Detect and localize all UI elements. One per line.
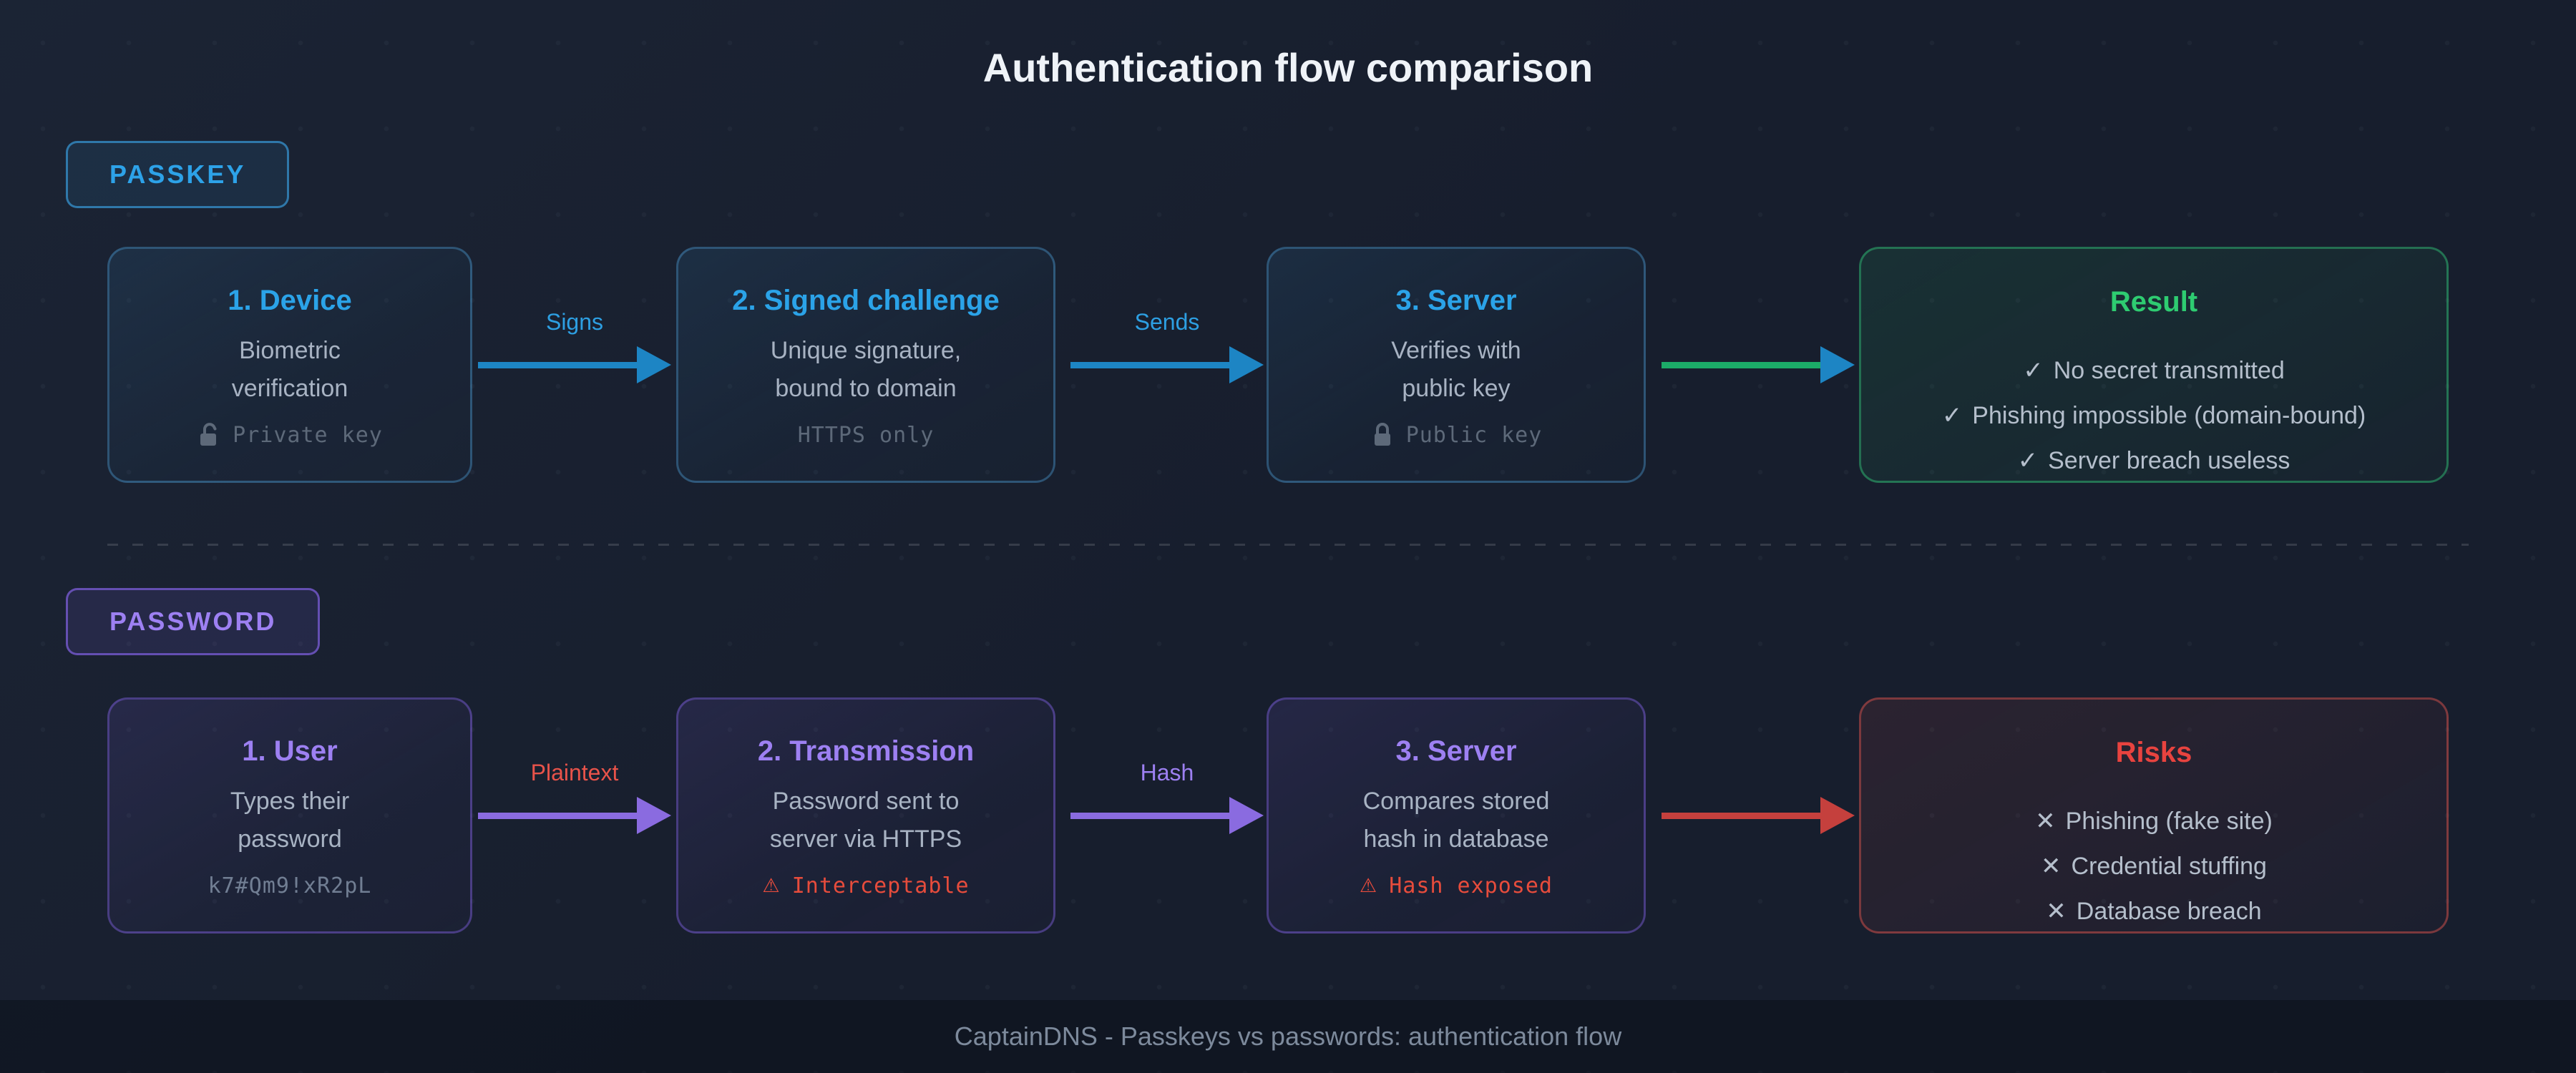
password-step-server: 3. Server Compares stored hash in databa… [1267, 697, 1646, 934]
arrow-shape [1070, 346, 1264, 383]
warning-icon: ⚠ [1360, 875, 1378, 897]
cross-icon: ✕ [2046, 898, 2067, 925]
step-note: ⚠ Interceptable [762, 873, 969, 898]
passkey-step-server: 3. Server Verifies with public key Publi… [1267, 247, 1646, 483]
passkey-arrow-sends: Sends [1070, 306, 1264, 383]
password-step-user: 1. User Types their password k7#Qm9!xR2p… [107, 697, 472, 934]
arrow-label: Plaintext [530, 760, 619, 785]
step-note: Public key [1370, 422, 1543, 448]
password-arrow-risks [1662, 757, 1855, 834]
result-item: ✓Server breach useless [2017, 447, 2290, 474]
arrowhead-icon [637, 797, 671, 834]
step-body: Types their password [230, 788, 350, 853]
step-note-text: Hash exposed [1389, 873, 1553, 898]
step-note-text: Interceptable [791, 873, 970, 898]
arrow-label [1662, 757, 1855, 788]
step-title: 1. User [242, 735, 338, 767]
step-title: 2. Signed challenge [732, 285, 1000, 316]
step-note-text: Public key [1405, 422, 1543, 448]
arrowhead-icon [1229, 797, 1264, 834]
step-note: HTTPS only [798, 423, 935, 448]
step-body: Biometric verification [231, 336, 348, 402]
result-title: Result [2109, 286, 2198, 318]
passkey-arrow-signs: Signs [478, 306, 671, 383]
password-arrow-hash: Hash [1070, 757, 1264, 834]
step-title: 1. Device [228, 285, 352, 316]
arrowhead-icon [1820, 797, 1855, 834]
arrow-shape [1662, 346, 1855, 383]
footer-bar: CaptainDNS - Passkeys vs passwords: auth… [0, 1000, 2576, 1073]
arrow-label: Hash [1140, 760, 1194, 785]
password-arrow-plaintext: Plaintext [478, 757, 671, 834]
arrow-shape [1662, 797, 1855, 834]
lane-divider [107, 544, 2469, 546]
arrow-shape [478, 346, 671, 383]
passkey-step-signed-challenge: 2. Signed challenge Unique signature, bo… [676, 247, 1055, 483]
step-note: Private key [197, 422, 383, 448]
risk-item: ✕Database breach [2046, 898, 2262, 925]
step-note: k7#Qm9!xR2pL [208, 873, 372, 898]
unlock-icon [197, 422, 221, 448]
passkey-result-box: Result ✓No secret transmitted ✓Phishing … [1859, 247, 2449, 483]
arrow-shape [1070, 797, 1264, 834]
arrow-shape [478, 797, 671, 834]
risk-item: ✕Phishing (fake site) [2035, 808, 2273, 835]
footer-text: CaptainDNS - Passkeys vs passwords: auth… [954, 1021, 1622, 1051]
check-icon: ✓ [1941, 402, 1963, 429]
step-note: ⚠ Hash exposed [1360, 873, 1553, 898]
step-body: Unique signature, bound to domain [770, 337, 962, 402]
cross-icon: ✕ [2041, 853, 2062, 880]
check-icon: ✓ [2023, 357, 2044, 384]
arrow-label [1662, 306, 1855, 338]
warning-icon: ⚠ [762, 875, 781, 897]
password-step-transmission: 2. Transmission Password sent to server … [676, 697, 1055, 934]
risks-title: Risks [2115, 737, 2192, 768]
arrowhead-icon [1820, 346, 1855, 383]
check-icon: ✓ [2017, 447, 2039, 474]
password-risks-box: Risks ✕Phishing (fake site) ✕Credential … [1859, 697, 2449, 934]
step-note-text: Private key [233, 422, 383, 448]
result-item: ✓No secret transmitted [2023, 357, 2285, 384]
step-body: Compares stored hash in database [1362, 788, 1550, 853]
arrowhead-icon [637, 346, 671, 383]
cross-icon: ✕ [2035, 808, 2056, 835]
result-item: ✓Phishing impossible (domain-bound) [1941, 402, 2366, 429]
step-title: 3. Server [1395, 285, 1517, 316]
passkey-badge: PASSKEY [66, 141, 290, 208]
risk-item: ✕Credential stuffing [2041, 853, 2267, 880]
page-title: Authentication flow comparison [982, 45, 1594, 90]
step-note-text: HTTPS only [797, 423, 935, 448]
step-title: 2. Transmission [757, 735, 975, 767]
lock-icon [1370, 422, 1395, 448]
arrow-label: Signs [545, 309, 604, 335]
arrow-label: Sends [1134, 309, 1200, 335]
step-body: Verifies with public key [1391, 336, 1521, 402]
step-title: 3. Server [1395, 735, 1517, 767]
password-badge: PASSWORD [66, 588, 321, 655]
arrowhead-icon [1229, 346, 1264, 383]
passkey-step-device: 1. Device Biometric verification Private… [107, 247, 472, 483]
step-body: Password sent to server via HTTPS [769, 788, 962, 853]
passkey-arrow-result [1662, 306, 1855, 383]
step-note-text: k7#Qm9!xR2pL [208, 873, 372, 898]
